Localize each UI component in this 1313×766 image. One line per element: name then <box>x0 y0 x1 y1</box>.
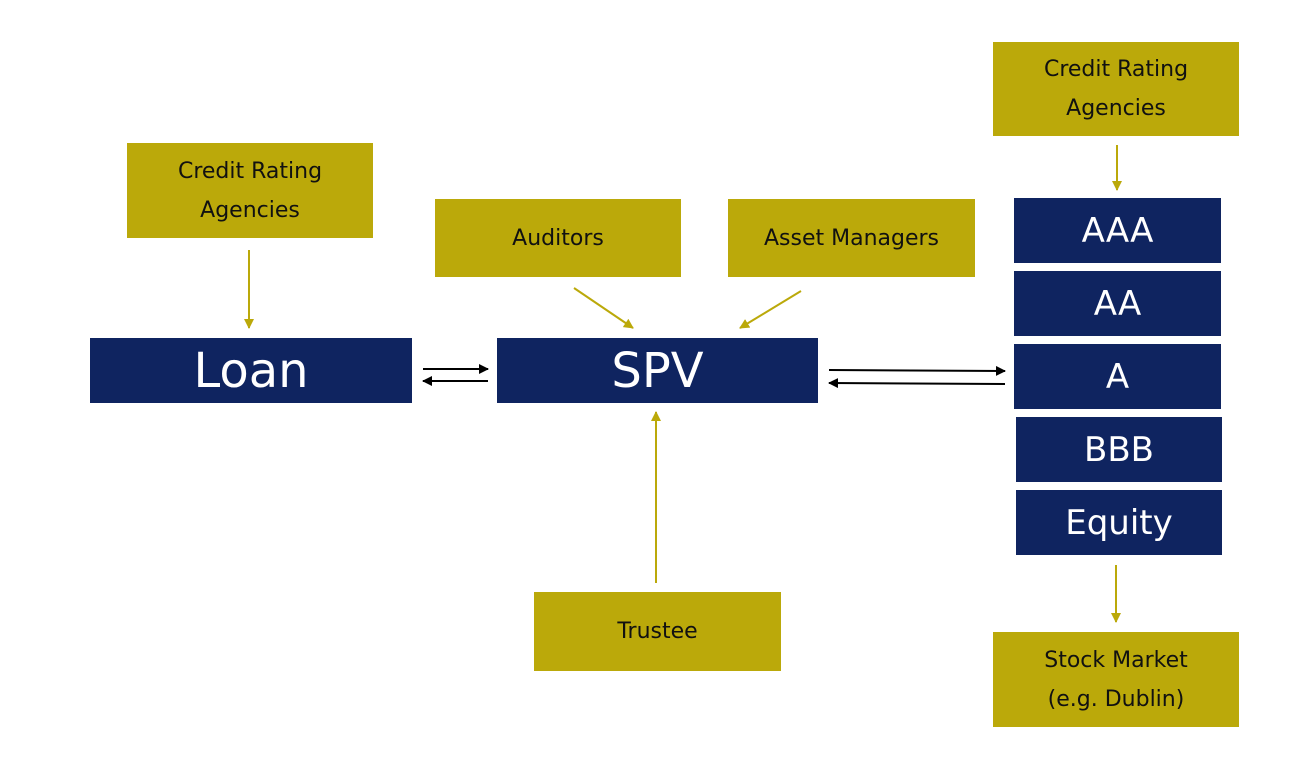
tranche-aaa-label: AAA <box>1081 210 1154 251</box>
auditors-box: Auditors <box>435 199 681 277</box>
credit-rating-agencies-left-box: Credit Rating Agencies <box>127 143 373 238</box>
arrow-tranches-to-spv <box>828 378 1006 389</box>
tranche-a: A <box>1014 344 1221 409</box>
tranche-bbb-label: BBB <box>1084 429 1154 470</box>
asset-managers-box: Asset Managers <box>728 199 975 277</box>
tranche-equity: Equity <box>1016 490 1222 555</box>
arrow-asset-managers-to-spv <box>739 290 802 329</box>
stock-market-box: Stock Market (e.g. Dublin) <box>993 632 1239 727</box>
tranche-a-label: A <box>1105 356 1130 397</box>
loan-label: Loan <box>193 342 309 399</box>
credit-rating-agencies-right-box: Credit Rating Agencies <box>993 42 1239 136</box>
trustee-label: Trustee <box>617 619 698 644</box>
tranche-equity-label: Equity <box>1065 502 1173 543</box>
arrow-spv-to-tranches <box>828 365 1006 376</box>
arrow-auditors-to-spv <box>573 287 634 329</box>
tranche-aa-label: AA <box>1093 283 1142 324</box>
trustee-box: Trustee <box>534 592 781 671</box>
tranche-aa: AA <box>1014 271 1221 336</box>
spv-box: SPV <box>497 338 818 403</box>
tranche-aaa: AAA <box>1014 198 1221 263</box>
loan-box: Loan <box>90 338 412 403</box>
tranche-bbb: BBB <box>1016 417 1222 482</box>
auditors-label: Auditors <box>512 225 604 251</box>
stock-market-label: Stock Market (e.g. Dublin) <box>1044 647 1188 712</box>
asset-managers-label: Asset Managers <box>763 225 940 251</box>
spv-label: SPV <box>611 342 704 399</box>
credit-rating-agencies-right-label: Credit Rating Agencies <box>1043 57 1189 121</box>
credit-rating-agencies-left-label: Credit Rating Agencies <box>177 158 323 223</box>
